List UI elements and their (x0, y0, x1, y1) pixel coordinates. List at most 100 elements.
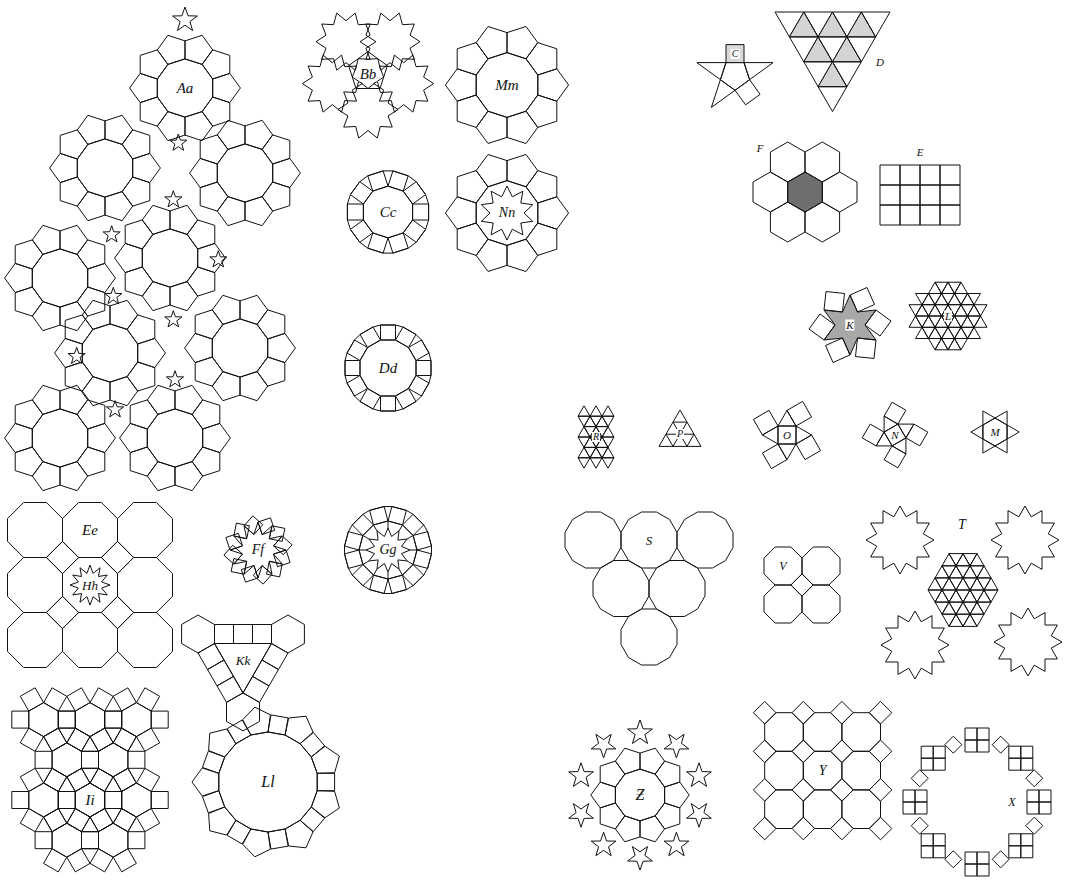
figure-label: Ii (84, 793, 95, 808)
tile (170, 282, 198, 311)
figure-label: Mm (494, 78, 519, 93)
tile (388, 171, 408, 191)
tile (949, 554, 963, 566)
tile (869, 740, 892, 763)
tile (227, 720, 251, 744)
tile-line (410, 550, 417, 551)
tile (345, 325, 431, 411)
figure-label: F (756, 143, 765, 154)
figure-label: Bb (359, 67, 378, 82)
tile (697, 63, 726, 80)
tile (935, 578, 949, 590)
tile (971, 425, 983, 439)
tile (916, 327, 929, 338)
tile (956, 614, 970, 626)
tile (128, 751, 145, 768)
tile (916, 294, 929, 305)
tile (215, 644, 272, 693)
tile (590, 406, 602, 416)
tile (970, 590, 984, 602)
tile (113, 728, 136, 751)
tile (955, 339, 968, 350)
tile (935, 602, 949, 614)
tile (983, 411, 995, 425)
tile (170, 134, 187, 150)
tile (831, 701, 854, 724)
tile (1021, 834, 1033, 846)
tile (831, 779, 854, 802)
tile (166, 371, 183, 387)
tile (526, 95, 557, 127)
tile (210, 251, 227, 267)
tile (935, 282, 948, 293)
tile (147, 462, 175, 491)
tile (977, 728, 989, 740)
tile (345, 361, 360, 376)
tile (75, 703, 104, 737)
tile (916, 305, 929, 316)
tile (245, 197, 273, 226)
tile (12, 792, 29, 809)
tile (921, 746, 933, 758)
tile (257, 357, 285, 386)
tile (942, 294, 955, 305)
figure-label: P (676, 429, 684, 439)
tile (67, 728, 90, 751)
figure-label: N (890, 430, 899, 441)
tile (142, 282, 170, 311)
figure-label: Ll (260, 774, 275, 790)
tile (302, 55, 362, 112)
tile (52, 743, 81, 777)
tile (942, 282, 955, 293)
tile (110, 377, 138, 406)
tile (640, 748, 665, 774)
tile (788, 172, 823, 212)
tile (933, 758, 945, 770)
tile (165, 311, 182, 327)
tile (82, 832, 99, 849)
tile (753, 410, 778, 435)
tile (909, 316, 922, 327)
tile (935, 294, 948, 305)
tile (60, 385, 88, 414)
tile (269, 526, 285, 542)
tile (983, 439, 995, 453)
tile (262, 644, 288, 670)
tile (921, 846, 933, 858)
tile (935, 566, 949, 578)
tile (212, 372, 240, 401)
tile (1009, 746, 1021, 758)
tile (90, 728, 113, 751)
tile (922, 294, 935, 305)
tile (787, 401, 812, 426)
tile (217, 676, 243, 702)
tile (20, 809, 43, 832)
tile (82, 832, 99, 849)
tile (903, 790, 915, 802)
tile (360, 340, 416, 396)
tile (285, 820, 313, 848)
tile (711, 80, 735, 108)
tile (1009, 834, 1021, 846)
tile (20, 728, 43, 751)
tile (921, 834, 933, 846)
tile-line (407, 561, 413, 564)
tile (381, 396, 396, 411)
tile (82, 300, 110, 329)
tile (935, 339, 948, 350)
tile (368, 171, 388, 191)
tile (476, 27, 507, 59)
tile (640, 816, 665, 842)
tile (778, 426, 796, 444)
tile (955, 327, 968, 338)
tile (992, 851, 1009, 868)
tile (915, 790, 927, 802)
tile (792, 779, 815, 802)
tile (578, 437, 590, 447)
tile-line (359, 550, 366, 551)
tile (869, 779, 892, 802)
tile (866, 506, 934, 574)
tile (481, 186, 532, 240)
tile (182, 615, 215, 653)
tile (202, 97, 230, 126)
